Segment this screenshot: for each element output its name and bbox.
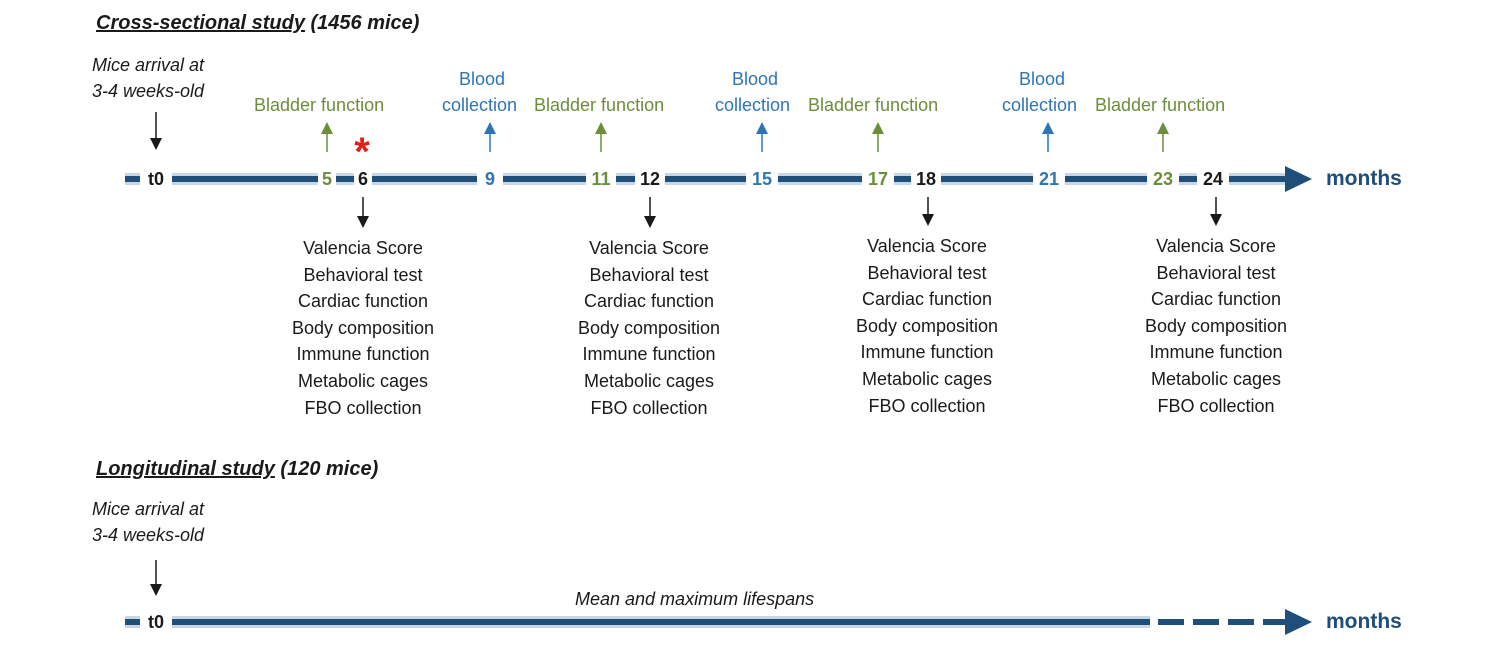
cross-timeline-arrowhead <box>1285 166 1312 192</box>
assessment-item: Cardiac function <box>1150 289 1282 310</box>
assessment-item: Behavioral test <box>303 264 423 285</box>
assessment-item: Body composition <box>1144 315 1288 336</box>
assessment-item: Valencia Score <box>303 238 423 258</box>
assessment-item: Metabolic cages <box>1150 368 1282 389</box>
month-marker-bladder: 11 <box>586 169 616 189</box>
assessment-item: Behavioral test <box>589 264 709 285</box>
blood-label-line1: Blood <box>459 69 506 89</box>
assessment-item: Cardiac function <box>861 289 993 310</box>
assessment-list: Valencia Score Behavioral test Cardiac f… <box>817 233 1037 419</box>
month-marker-bladder: 23 <box>1147 169 1179 189</box>
long-timeline-arrowhead <box>1285 609 1312 635</box>
month-marker-blood: 15 <box>746 169 778 189</box>
blood-label-line2: collection <box>715 95 791 115</box>
assessment-item: Valencia Score <box>589 238 709 258</box>
assessment-list: Valencia Score Behavioral test Cardiac f… <box>253 235 473 421</box>
month-marker-bladder: 17 <box>862 169 894 189</box>
long-axis-unit: months <box>1326 610 1402 633</box>
arrival-line-2: 3-4 weeks-old <box>92 81 205 101</box>
longitudinal-title: Longitudinal study (120 mice) <box>96 458 378 481</box>
month-marker-blood: 9 <box>477 169 503 189</box>
assessment-item: Valencia Score <box>867 236 987 256</box>
assessment-item: Immune function <box>1149 342 1283 363</box>
assessment-item: Metabolic cages <box>861 368 993 389</box>
month-marker-bladder: 5 <box>318 169 336 189</box>
assessment-item: Body composition <box>855 315 999 336</box>
long-arrival-label: Mice arrival at 3-4 weeks-old <box>92 496 204 548</box>
month-marker-blood: 21 <box>1033 169 1065 189</box>
assessment-item: Cardiac function <box>583 291 715 312</box>
longitudinal-title-count: (120 mice) <box>274 458 379 480</box>
month-marker-eval: 6 <box>354 169 372 189</box>
month-marker-eval: 24 <box>1197 169 1229 189</box>
bladder-label: Bladder function <box>808 95 939 115</box>
assessment-item: FBO collection <box>304 397 422 418</box>
cross-sectional-title-main: Cross-sectional study <box>96 12 305 34</box>
month-marker-eval: 18 <box>911 169 941 189</box>
assessment-item: FBO collection <box>868 395 986 416</box>
long-timeline-start-t0: t0 <box>140 612 172 632</box>
assessment-item: Metabolic cages <box>297 370 429 391</box>
assessment-item: Body composition <box>291 317 435 338</box>
month-marker-eval: 12 <box>635 169 665 189</box>
assessment-item: Immune function <box>296 344 430 365</box>
cross-arrival-label: Mice arrival at 3-4 weeks-old <box>92 52 204 104</box>
assessment-item: Immune function <box>860 342 994 363</box>
blood-label-line1: Blood <box>1019 69 1066 89</box>
assessment-item: Cardiac function <box>297 291 429 312</box>
blood-label-line2: collection <box>1002 95 1078 115</box>
assessment-list: Valencia Score Behavioral test Cardiac f… <box>1106 233 1326 419</box>
arrival-line-2: 3-4 weeks-old <box>92 525 205 545</box>
assessment-item: Valencia Score <box>1156 236 1276 256</box>
arrival-line-1: Mice arrival at <box>92 55 205 75</box>
blood-label-line1: Blood <box>732 69 779 89</box>
assessment-item: Behavioral test <box>1156 262 1276 283</box>
arrival-line-1: Mice arrival at <box>92 499 205 519</box>
blood-label-line2: collection <box>442 95 518 115</box>
timeline-start-t0: t0 <box>140 169 172 189</box>
highlight-asterisk: * <box>354 130 370 174</box>
bladder-label: Bladder function <box>254 95 385 115</box>
assessment-item: Behavioral test <box>867 262 987 283</box>
assessment-item: FBO collection <box>1157 395 1275 416</box>
cross-sectional-title-count: (1456 mice) <box>304 12 420 34</box>
cross-axis-unit: months <box>1326 167 1402 190</box>
assessment-item: Immune function <box>582 344 716 365</box>
lifespan-note: Mean and maximum lifespans <box>575 589 815 609</box>
assessment-item: Body composition <box>577 317 721 338</box>
cross-sectional-title: Cross-sectional study (1456 mice) <box>96 12 419 35</box>
bladder-label: Bladder function <box>1095 95 1226 115</box>
assessment-item: FBO collection <box>590 397 708 418</box>
longitudinal-title-main: Longitudinal study <box>96 458 275 480</box>
bladder-label: Bladder function <box>534 95 665 115</box>
assessment-item: Metabolic cages <box>583 370 715 391</box>
assessment-list: Valencia Score Behavioral test Cardiac f… <box>539 235 759 421</box>
